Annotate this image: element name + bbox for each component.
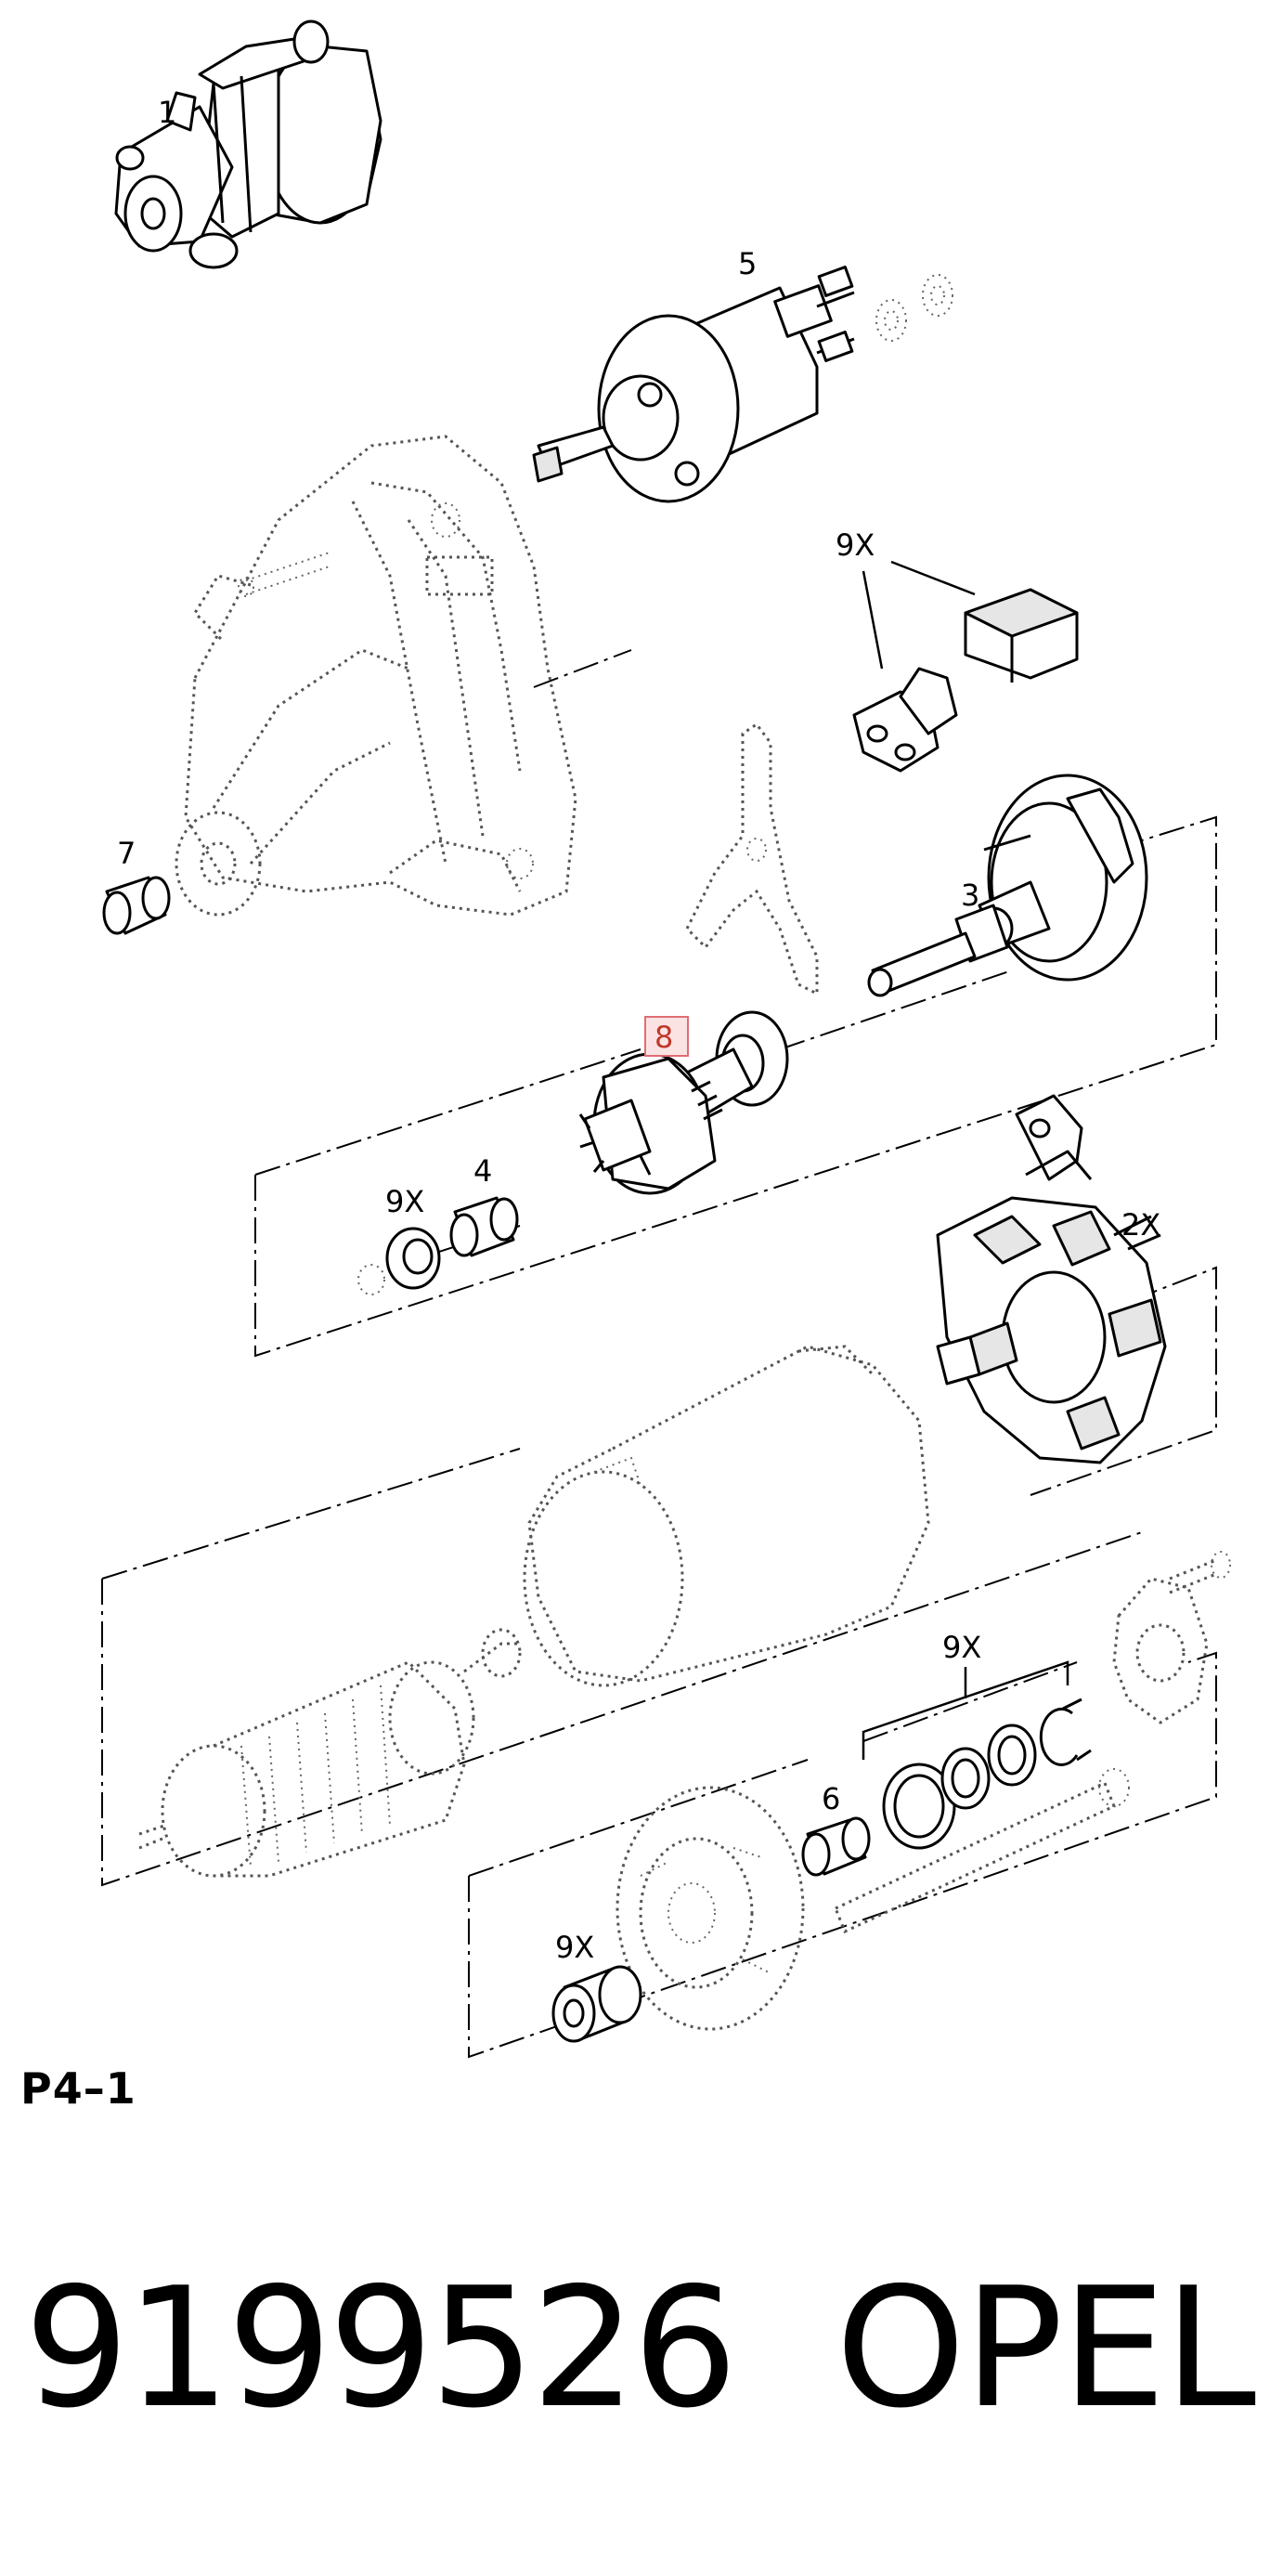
part-9x-seal-bottom[interactable]: [551, 1965, 642, 2043]
ghost-shift-fork: [685, 722, 819, 996]
label-part-7: 7: [117, 836, 136, 871]
part-number: 9199526: [24, 2252, 738, 2444]
part-7-bushing[interactable]: [102, 876, 171, 935]
part-9x-seal-mid[interactable]: [357, 1227, 441, 1295]
label-part-4: 4: [473, 1153, 492, 1189]
part-6-bushing[interactable]: [801, 1816, 871, 1877]
through-bolt[interactable]: [834, 1768, 1130, 1934]
leader-9x-top-a: [890, 560, 976, 596]
part-8-pinion-drive[interactable]: [578, 1010, 789, 1195]
ghost-drive-housing: [175, 435, 577, 917]
label-part-3: 3: [961, 878, 979, 913]
leader-9x-top-b: [862, 570, 884, 670]
highlight-part-8: [644, 1016, 689, 1057]
page-reference: P4–1: [20, 2063, 136, 2114]
assembly-lines: [101, 649, 1217, 2059]
label-part-6: 6: [822, 1781, 840, 1816]
part-3-drive-shaft[interactable]: [867, 774, 1148, 997]
label-part-8: 8: [654, 1020, 673, 1055]
part-1-starter-assembly[interactable]: [114, 20, 382, 269]
ghost-armature: [138, 1628, 522, 1878]
label-part-9x-bottom: 9X: [555, 1930, 594, 1965]
label-part-9x-top: 9X: [836, 527, 875, 563]
part-2x-brush-holder[interactable]: [936, 1094, 1167, 1464]
part-4-bushing[interactable]: [449, 1196, 519, 1257]
part-9x-ring-set[interactable]: [882, 1698, 1092, 1850]
label-part-5: 5: [738, 246, 757, 281]
label-part-9x-mid: 9X: [385, 1184, 424, 1219]
part-9x-terminal-kit[interactable]: [852, 588, 1079, 773]
part-5-solenoid[interactable]: [532, 266, 855, 503]
ghost-end-cover: [1112, 1551, 1231, 1724]
ghost-field-frame: [523, 1345, 930, 1687]
label-part-2x: 2X: [1121, 1207, 1160, 1242]
part-5-nuts[interactable]: [875, 274, 953, 342]
label-part-1: 1: [158, 95, 176, 130]
label-part-9x-ring: 9X: [942, 1630, 981, 1665]
ghost-commutator-housing: [616, 1786, 805, 2031]
brand-name: OPEL: [836, 2252, 1256, 2444]
